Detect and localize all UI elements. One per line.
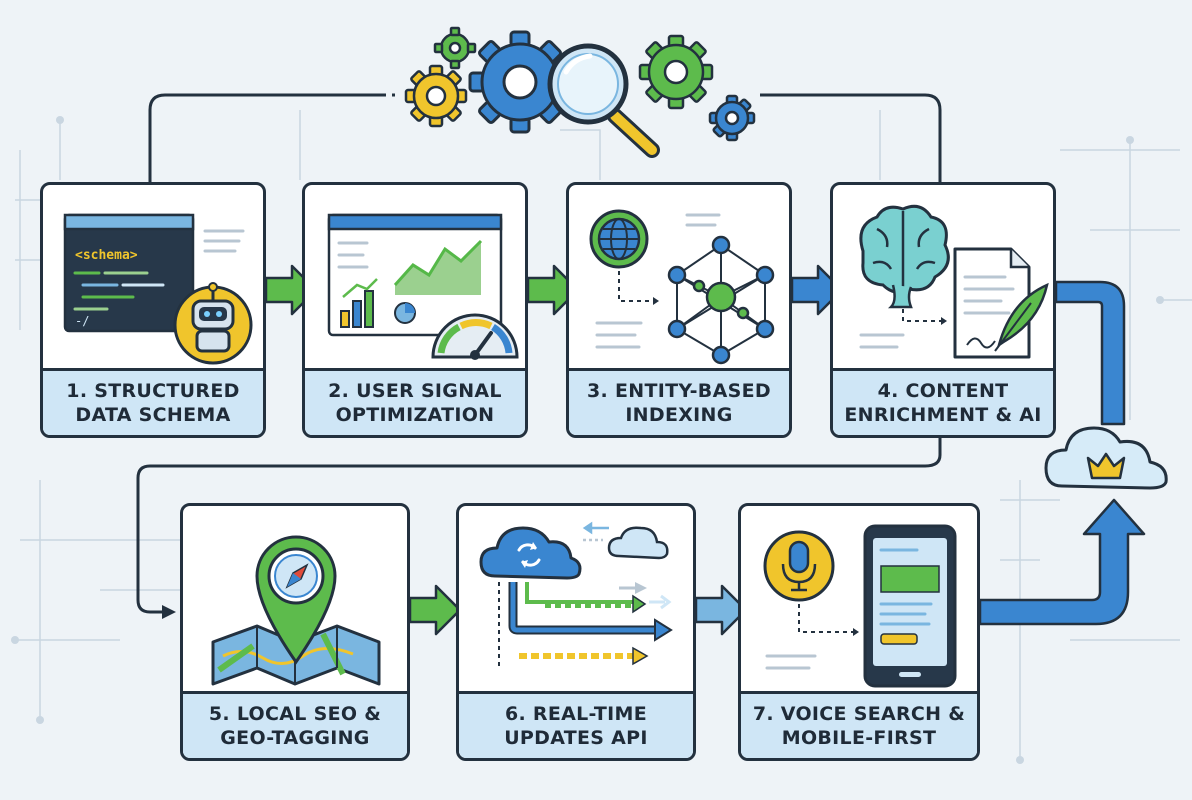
step-card-realtime-api: 6. REAL-TIME UPDATES API [456, 503, 696, 761]
step-card-voice-mobile: 7. VOICE SEARCH & MOBILE-FIRST [738, 503, 980, 761]
step-label-text: 2. USER SIGNAL OPTIMIZATION [328, 380, 502, 426]
flow-to-cloud [1054, 280, 1126, 426]
smartphone-icon [863, 524, 957, 688]
code-robot-illustration: <schema> -/ [63, 213, 253, 365]
data-stream-arrows [498, 582, 673, 670]
cloud-sync-illustration [479, 521, 673, 670]
graph-nodes [667, 235, 775, 365]
flow-from-mobile [978, 498, 1146, 626]
step-card-structured-data: <schema> -/ 1. STRUCTURED DATA SCHEMA [40, 182, 266, 438]
robot-icon [173, 282, 253, 365]
magnifier-icon [547, 43, 660, 158]
schema-tag-text: <schema> [75, 248, 138, 263]
cloud-crown-icon [1044, 426, 1168, 490]
step-label-text: 6. REAL-TIME UPDATES API [504, 703, 648, 749]
brain-icon [859, 204, 950, 309]
step-label-text: 4. CONTENT ENRICHMENT & AI [844, 380, 1042, 426]
microphone-icon [763, 530, 835, 602]
knowledge-graph-illustration [589, 209, 775, 365]
globe-icon [589, 209, 649, 269]
arrow-5-6 [408, 584, 462, 636]
map-pin-illustration [211, 535, 381, 686]
step-label-4: 4. CONTENT ENRICHMENT & AI [833, 368, 1053, 435]
analytics-dashboard-illustration [327, 213, 519, 360]
code-path-text: -/ [75, 314, 89, 328]
step-card-entity-indexing: 3. ENTITY-BASED INDEXING [566, 182, 792, 438]
row-connector [136, 438, 942, 614]
step-label-text: 7. VOICE SEARCH & MOBILE-FIRST [752, 703, 966, 749]
quill-icon [994, 282, 1049, 352]
step-card-user-signal: 2. USER SIGNAL OPTIMIZATION [302, 182, 528, 438]
step-card-content-enrichment: 4. CONTENT ENRICHMENT & AI [830, 182, 1056, 438]
step-label-5: 5. LOCAL SEO & GEO-TAGGING [183, 691, 407, 758]
circuit-nodes [11, 116, 1164, 764]
top-connector-right [760, 93, 942, 182]
circuit-traces [15, 110, 1192, 760]
top-connector-left [148, 93, 380, 182]
step-label-3: 3. ENTITY-BASED INDEXING [569, 368, 789, 435]
step-label-text: 5. LOCAL SEO & GEO-TAGGING [208, 703, 382, 749]
document-icon [953, 247, 1031, 359]
step-label-text: 3. ENTITY-BASED INDEXING [587, 380, 771, 426]
step-label-1: 1. STRUCTURED DATA SCHEMA [43, 368, 263, 435]
arrow-6-7 [694, 584, 748, 636]
step-label-text: 1. STRUCTURED DATA SCHEMA [66, 380, 240, 426]
location-pin-icon [255, 535, 337, 665]
step-label-6: 6. REAL-TIME UPDATES API [459, 691, 693, 758]
cloud-sync-icon [479, 526, 582, 580]
step-label-7: 7. VOICE SEARCH & MOBILE-FIRST [741, 691, 977, 758]
step-label-2: 2. USER SIGNAL OPTIMIZATION [305, 368, 525, 435]
gears-icon [404, 26, 756, 142]
brain-document-illustration [859, 204, 1049, 359]
speedometer-icon [431, 313, 519, 360]
step-card-local-seo: 5. LOCAL SEO & GEO-TAGGING [180, 503, 410, 761]
voice-mobile-illustration [763, 524, 957, 688]
